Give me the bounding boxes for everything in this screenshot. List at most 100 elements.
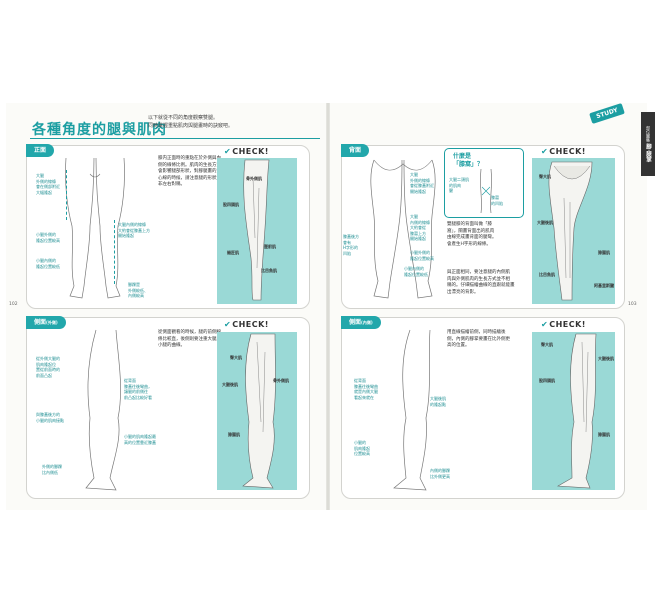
knee-pit-label-4: 膝窩: [491, 195, 499, 200]
side-outer-note-b: 從背面 膝蓋往後彎曲， 讓腿的前側往 前凸起比較好看: [124, 378, 152, 400]
side-outer-note-c: 與膝蓋後方的 小腿的肌肉接點: [36, 412, 64, 423]
side-inner-muscle-label-2: 大腿後肌: [598, 356, 614, 361]
side-outer-note-a-2: 肌肉隆起位: [36, 361, 56, 367]
front-note-outer-4: 大幅隆起: [36, 189, 52, 195]
back-note-calf-2: 隆起位置較高: [410, 255, 434, 261]
back-note-inner: 大腿 內側的線條 大約會從 膝窩上方 開始隆起: [410, 214, 430, 242]
side-outer-tag-sub: (外側): [46, 320, 58, 325]
front-note-ankle: 腳踝是 外側較低、 內側較高: [128, 282, 148, 299]
front-muscle-legs: [243, 159, 270, 301]
side-outer-note-e-1: 外側的腳踝: [42, 464, 62, 469]
side-outer-muscle-label-4: 腓腸肌: [228, 432, 240, 437]
side-outer-tag-label: 側面: [34, 319, 47, 326]
side-inner-muscle-label-3: 股四頭肌: [539, 378, 555, 383]
front-desc-3: 會影響腿部形狀，對腳腿畫的重心: [158, 169, 226, 174]
side-outer-note-a-1: 從外側大腿的: [36, 356, 60, 361]
back-note-h-2: 會有: [343, 239, 351, 245]
back-note-top-3: 會從膝蓋附近: [410, 183, 434, 188]
side-inner-note-b: 大腿後肌 的隆起點: [430, 396, 446, 407]
back-note-inner-5: 開始隆起: [410, 236, 426, 241]
back-note-calf-1: 小腿外側的: [410, 250, 430, 255]
back-note-inner-4: 膝窩上方: [410, 230, 426, 236]
knee-pit-callout: 什麼是 「膝窩」？ 大腿二頭肌 的肌肉 腱 膝窩 的凹陷: [444, 148, 524, 218]
knee-pit-question-2: 「膝窩」？: [453, 161, 484, 168]
back-muscle-label-3: 腓腸肌: [598, 250, 610, 255]
knee-pit-label-2: 的肌肉: [449, 182, 461, 188]
side-inner-muscle-label-1: 臀大肌: [541, 342, 553, 347]
side-outer-muscle-leg: [242, 333, 276, 489]
intro-line-2: 同時掌握重點肌肉與腿畫時的訣竅吧。: [148, 123, 234, 129]
side-inner-note-c-2: 肌肉隆起: [354, 445, 370, 451]
knee-pit-label-5: 的凹陷: [491, 200, 503, 206]
back-note-inner-3: 大約會從: [410, 225, 426, 230]
side-tab-label: 腳‧腿掌: [645, 143, 651, 163]
front-desc-4: 心線的時候，請注意腿的形狀並: [158, 175, 221, 181]
side-outer-note-a: 從外側大腿的 肌肉隆起位 置從前面時的 前面凸起: [36, 356, 60, 378]
side-outer-check-label: CHECK!: [224, 320, 269, 329]
side-inner-note-d-2: 比外側更高: [430, 473, 450, 479]
knee-pit-label-right: 膝窩 的凹陷: [491, 195, 503, 206]
back-description-2: 與正面相同，要注意腿的內側肌 肉與外側肌肉的生長方式並不相 稱的。仔細描繪曲線的…: [447, 270, 515, 296]
chapter-side-tab: 部位圖集 腳‧腿掌: [641, 112, 655, 176]
front-legs-sketch: [65, 157, 125, 299]
front-note-inner-top-2: 大約會從膝蓋上方: [118, 227, 150, 233]
side-outer-note-d-1: 小腿的肌肉隆起最: [124, 434, 156, 439]
knee-pit-label-1: 大腿二頭肌: [449, 177, 469, 182]
back-desc2-1: 與正面相同，要注意腿的內側肌: [447, 270, 510, 275]
side-inner-legs-sketch: [393, 329, 431, 491]
back-desc-1: 雙腿膝的背面叫做「膝: [447, 222, 492, 227]
back-muscle-label-1: 臀大肌: [539, 174, 551, 179]
back-note-inner-1: 大腿: [410, 214, 418, 219]
side-inner-note-a-2: 膝蓋往後彎曲: [354, 383, 378, 389]
side-outer-note-b-4: 前凸起比較好看: [124, 394, 152, 400]
back-note-calf-in: 小腿內側的 隆起位置較低: [404, 266, 428, 277]
side-inner-note-a-4: 看起來就在: [354, 394, 374, 400]
side-outer-note-d-2: 高的位置靠近膝蓋: [124, 439, 156, 445]
front-arrow-left: [66, 170, 67, 220]
back-note-calf-in-1: 小腿內側的: [404, 266, 424, 271]
back-note-h-4: 凹陷: [343, 250, 351, 256]
back-desc2-3: 稱的。仔細描繪曲線的直跟就能畫: [447, 283, 515, 288]
knee-pit-label-left: 大腿二頭肌 的肌肉 腱: [449, 177, 469, 194]
front-note-inner-low: 小腿內側的 隆起位置較低: [36, 258, 60, 269]
back-note-h-3: H字形的: [343, 245, 359, 250]
side-inner-desc-2: 側，內側的腳掌要畫在比外側更: [447, 336, 510, 342]
front-view-tag: 正面: [26, 144, 55, 157]
back-note-inner-2: 內側的線條: [410, 219, 430, 225]
side-inner-note-c: 小腿的 肌肉隆起 位置較高: [354, 440, 370, 457]
back-muscle-diagram: [532, 158, 615, 304]
side-outer-muscle-label-1: 臀大肌: [230, 355, 242, 360]
knee-pit-sketch: [480, 169, 492, 213]
back-check-label: CHECK!: [541, 147, 586, 156]
side-outer-muscle-label-3: 骨外側肌: [273, 378, 289, 383]
front-note-inner-top-1: 大腿內側的線條: [118, 222, 146, 227]
back-desc-4: 會產生H字形的線條。: [447, 241, 491, 247]
side-inner-note-d-1: 內側的腳踝: [430, 468, 450, 473]
side-outer-note-b-1: 從背面: [124, 378, 136, 383]
back-muscle-label-2: 大腿後肌: [537, 220, 553, 225]
front-arrow-right: [114, 220, 115, 284]
front-note-outer-3: 會在側部附近: [36, 184, 60, 189]
side-outer-tag: 側面(外側): [26, 316, 66, 329]
page-number-right: 103: [628, 302, 637, 307]
back-note-top: 大腿 外側的線條 會從膝蓋附近 開始隆起: [410, 172, 434, 194]
side-outer-note-e-2: 比內側低: [42, 469, 58, 475]
back-desc2-4: 出漂亮的背影。: [447, 289, 479, 295]
front-note-ankle-2: 外側較低、: [128, 287, 148, 293]
back-view-tag: 背面: [341, 144, 370, 157]
side-outer-note-c-1: 與膝蓋後方的: [36, 412, 60, 417]
back-desc-3: 由線完成畫背面的腿彎。: [447, 235, 497, 240]
side-outer-desc-2: 條比較直，後側則要注重大腿與: [158, 336, 221, 342]
side-inner-note-c-3: 位置較高: [354, 451, 370, 456]
side-inner-note-a-1: 從背面: [354, 378, 366, 383]
side-outer-description: 從側面觀看的時候，腿的前側線 條比較直，後側則要注重大腿與 小腿的曲線。: [158, 330, 221, 350]
back-note-top-4: 開始隆起: [410, 188, 426, 194]
front-note-knee-small: 小腿外側的 隆起位置較高: [36, 232, 60, 243]
intro-line-1: 以下就從不同的角度觀察雙腿。: [148, 115, 219, 121]
side-inner-muscle-diagram: [532, 332, 615, 490]
side-outer-note-d: 小腿的肌肉隆起最 高的位置靠近膝蓋: [124, 434, 156, 445]
front-muscle-label-3: 脛前肌: [264, 244, 276, 249]
back-muscle-label-5: 阿基里斯腱: [594, 283, 614, 288]
front-note-inner-top-3: 開始隆起: [118, 233, 134, 238]
front-muscle-label-2: 股四頭肌: [223, 202, 239, 207]
